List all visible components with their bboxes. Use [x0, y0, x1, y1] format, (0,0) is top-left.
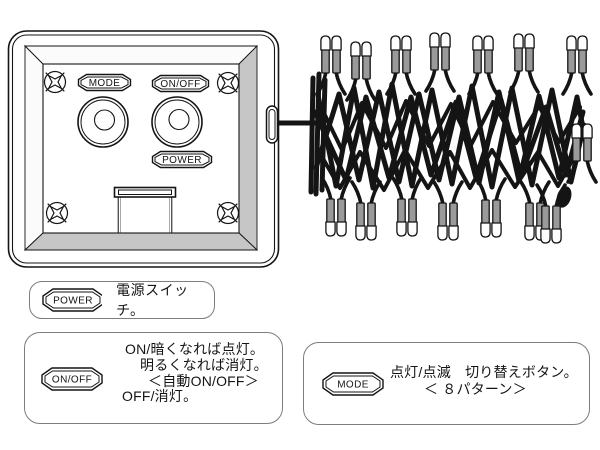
legend-onoff-box: ON/OFF ON/暗くなれば点灯。 明るくなれば消灯。 ＜自動ON/OFF＞ …: [24, 332, 283, 424]
cable-end-plug: [556, 186, 572, 208]
onoff-pill-icon: ON/OFF: [41, 367, 103, 391]
onoff-description-line: ＜自動ON/OFF＞: [148, 372, 259, 389]
light-string: [274, 33, 596, 243]
power-pill-icon: POWER: [42, 288, 103, 312]
onoff-description-line: ON/暗くなれば点灯。: [125, 341, 265, 357]
phillips-screw-icon: [216, 201, 240, 225]
panel-bevel: [23, 44, 259, 252]
mode-knob: [77, 96, 129, 148]
light-bulb-icon-row-bottom: [322, 178, 565, 243]
power-button-label: POWER: [151, 150, 213, 169]
svg-text:ON/OFF: ON/OFF: [52, 375, 92, 386]
onoff-button-label: ON/OFF: [151, 74, 210, 93]
onoff-description-line: OFF/消灯。: [122, 388, 198, 405]
svg-text:POWER: POWER: [53, 296, 93, 307]
phillips-screw-icon: [216, 71, 240, 95]
power-description: 電源スイッチ。: [116, 282, 189, 318]
mode-description-line: 点灯/点滅 切り替えボタン。: [390, 364, 578, 380]
phillips-screw-icon: [45, 201, 69, 225]
legend-mode-box: MODE 点灯/点滅 切り替えボタン。 ＜ ８パターン＞: [303, 342, 590, 425]
mode-description: 点灯/点滅 切り替えボタン。 ＜ ８パターン＞: [390, 364, 578, 397]
controller-unit: MODE ON/OFF PO: [7, 30, 280, 268]
svg-text:ON/OFF: ON/OFF: [160, 79, 200, 90]
onoff-description: ON/暗くなれば点灯。 明るくなれば消灯。 ＜自動ON/OFF＞ OFF/消灯。: [122, 341, 268, 405]
onoff-knob: [151, 96, 203, 148]
phillips-screw-icon: [43, 70, 67, 94]
svg-text:MODE: MODE: [337, 380, 369, 391]
mode-button-label: MODE: [77, 73, 132, 92]
mode-description-line: ＜ ８パターン＞: [424, 380, 527, 397]
svg-text:POWER: POWER: [162, 155, 202, 166]
svg-text:MODE: MODE: [89, 78, 121, 89]
mode-pill-icon: MODE: [322, 372, 384, 396]
cable-connector: [265, 105, 279, 144]
onoff-description-line: 明るくなれば消灯。: [140, 356, 268, 373]
battery-compartment: [113, 186, 177, 233]
legend-power-box: POWER 電源スイッチ。: [29, 281, 215, 319]
